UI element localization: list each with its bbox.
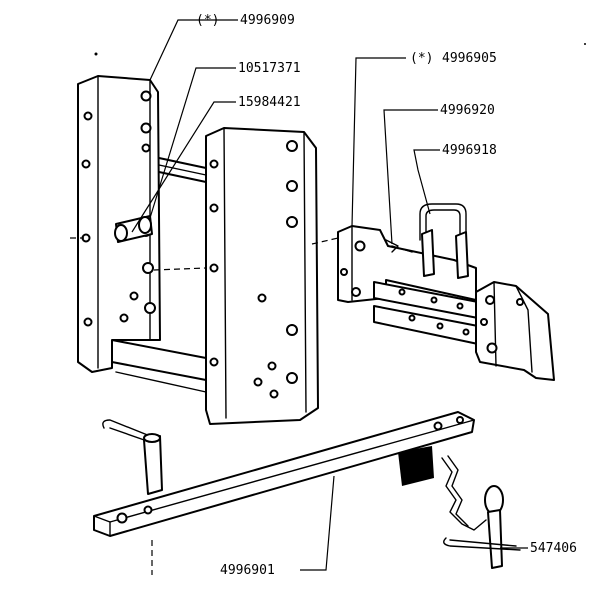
label-nut: 15984421: [238, 95, 301, 110]
label-bolt: 10517371: [238, 61, 301, 76]
label-u-clip: 4996918: [442, 143, 497, 158]
hitch-frame-assembly: [70, 75, 319, 425]
right-side-plate: [205, 127, 319, 425]
drawbar: [93, 411, 475, 575]
label-top-part: 4996909: [240, 13, 295, 28]
chain-and-linch-pin: [441, 455, 521, 569]
label-top-mark: (*): [196, 13, 219, 28]
label-linch-pin: 547406: [530, 541, 577, 556]
bracket-assembly: [311, 203, 555, 381]
bolt-and-nut: [114, 215, 153, 243]
label-drawbar: 4996901: [220, 563, 275, 578]
label-bracket-pin: 4996920: [440, 103, 495, 118]
label-bracket-part: 4996905: [442, 51, 497, 66]
label-bracket-mark: (*): [410, 51, 433, 66]
u-clip: [419, 203, 469, 279]
hitch-pin: [102, 419, 163, 495]
